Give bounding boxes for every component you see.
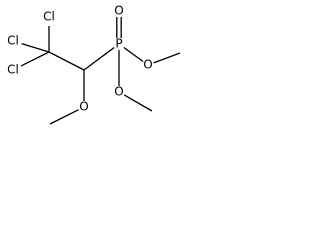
bond-c1-cl3 xyxy=(20,51,50,67)
bond-o_right-me_right xyxy=(153,52,181,64)
atom-label-o-double: O xyxy=(114,4,123,18)
atom-label-cl3: Cl xyxy=(7,63,19,77)
bond-o_bottom-me_bottom xyxy=(123,94,153,112)
bond-c2-p xyxy=(83,47,115,71)
bond-c1-c2 xyxy=(48,51,85,71)
bond-o_methoxy-me_methoxy xyxy=(49,109,79,125)
chemical-structure-diagram: Cl Cl Cl P O O O O xyxy=(7,4,181,125)
bond-layer xyxy=(20,17,181,125)
atom-label-cl1: Cl xyxy=(43,10,55,24)
atom-label-cl2: Cl xyxy=(7,34,19,48)
atom-label-o-methoxy: O xyxy=(79,100,88,114)
atom-label-o-bottom: O xyxy=(114,85,123,99)
atom-label-layer: Cl Cl Cl P O O O O xyxy=(7,4,153,114)
atom-label-o-right: O xyxy=(143,58,152,72)
atom-label-p: P xyxy=(115,37,122,51)
bond-c1-cl2 xyxy=(21,43,50,53)
bond-p-o_right xyxy=(123,46,144,63)
